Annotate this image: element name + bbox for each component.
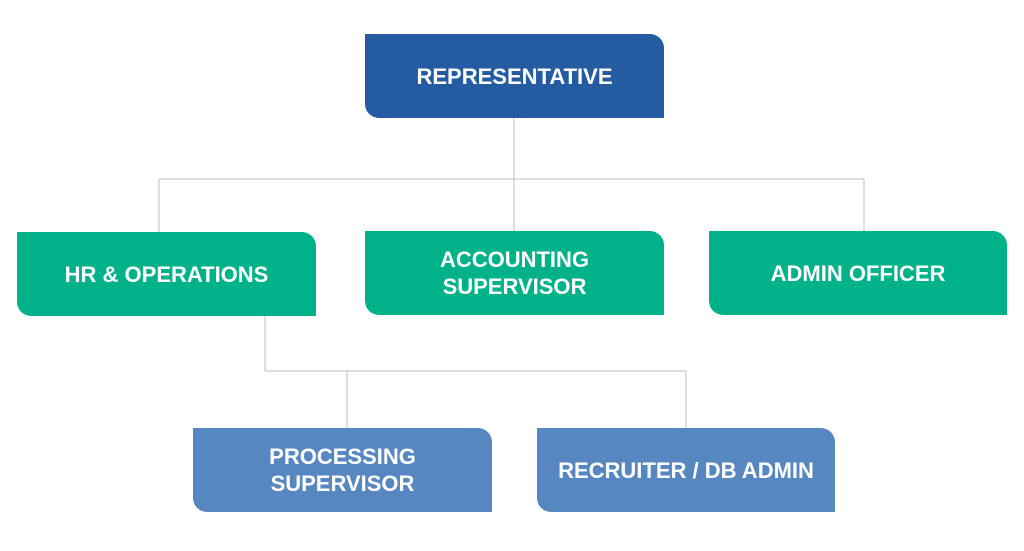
node-hr-operations-label: HR & OPERATIONS xyxy=(64,261,269,287)
node-representative: REPRESENTATIVE xyxy=(365,34,664,118)
node-representative-label: REPRESENTATIVE xyxy=(416,63,613,89)
node-processing-supervisor-label: PROCESSING SUPERVISOR xyxy=(269,444,416,496)
node-accounting-supervisor: ACCOUNTING SUPERVISOR xyxy=(365,231,664,315)
node-processing-supervisor: PROCESSING SUPERVISOR xyxy=(193,428,492,512)
node-recruiter-db-admin-label: RECRUITER / DB ADMIN xyxy=(558,457,814,483)
node-admin-officer-label: ADMIN OFFICER xyxy=(770,260,946,286)
node-accounting-supervisor-label: ACCOUNTING SUPERVISOR xyxy=(439,247,590,299)
node-admin-officer: ADMIN OFFICER xyxy=(709,231,1007,315)
node-recruiter-db-admin: RECRUITER / DB ADMIN xyxy=(537,428,835,512)
node-hr-operations: HR & OPERATIONS xyxy=(17,232,316,316)
